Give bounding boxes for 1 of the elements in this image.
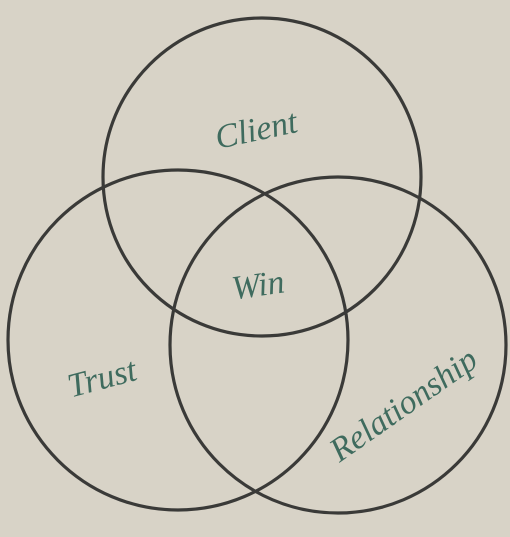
center-label: Win — [232, 272, 284, 300]
